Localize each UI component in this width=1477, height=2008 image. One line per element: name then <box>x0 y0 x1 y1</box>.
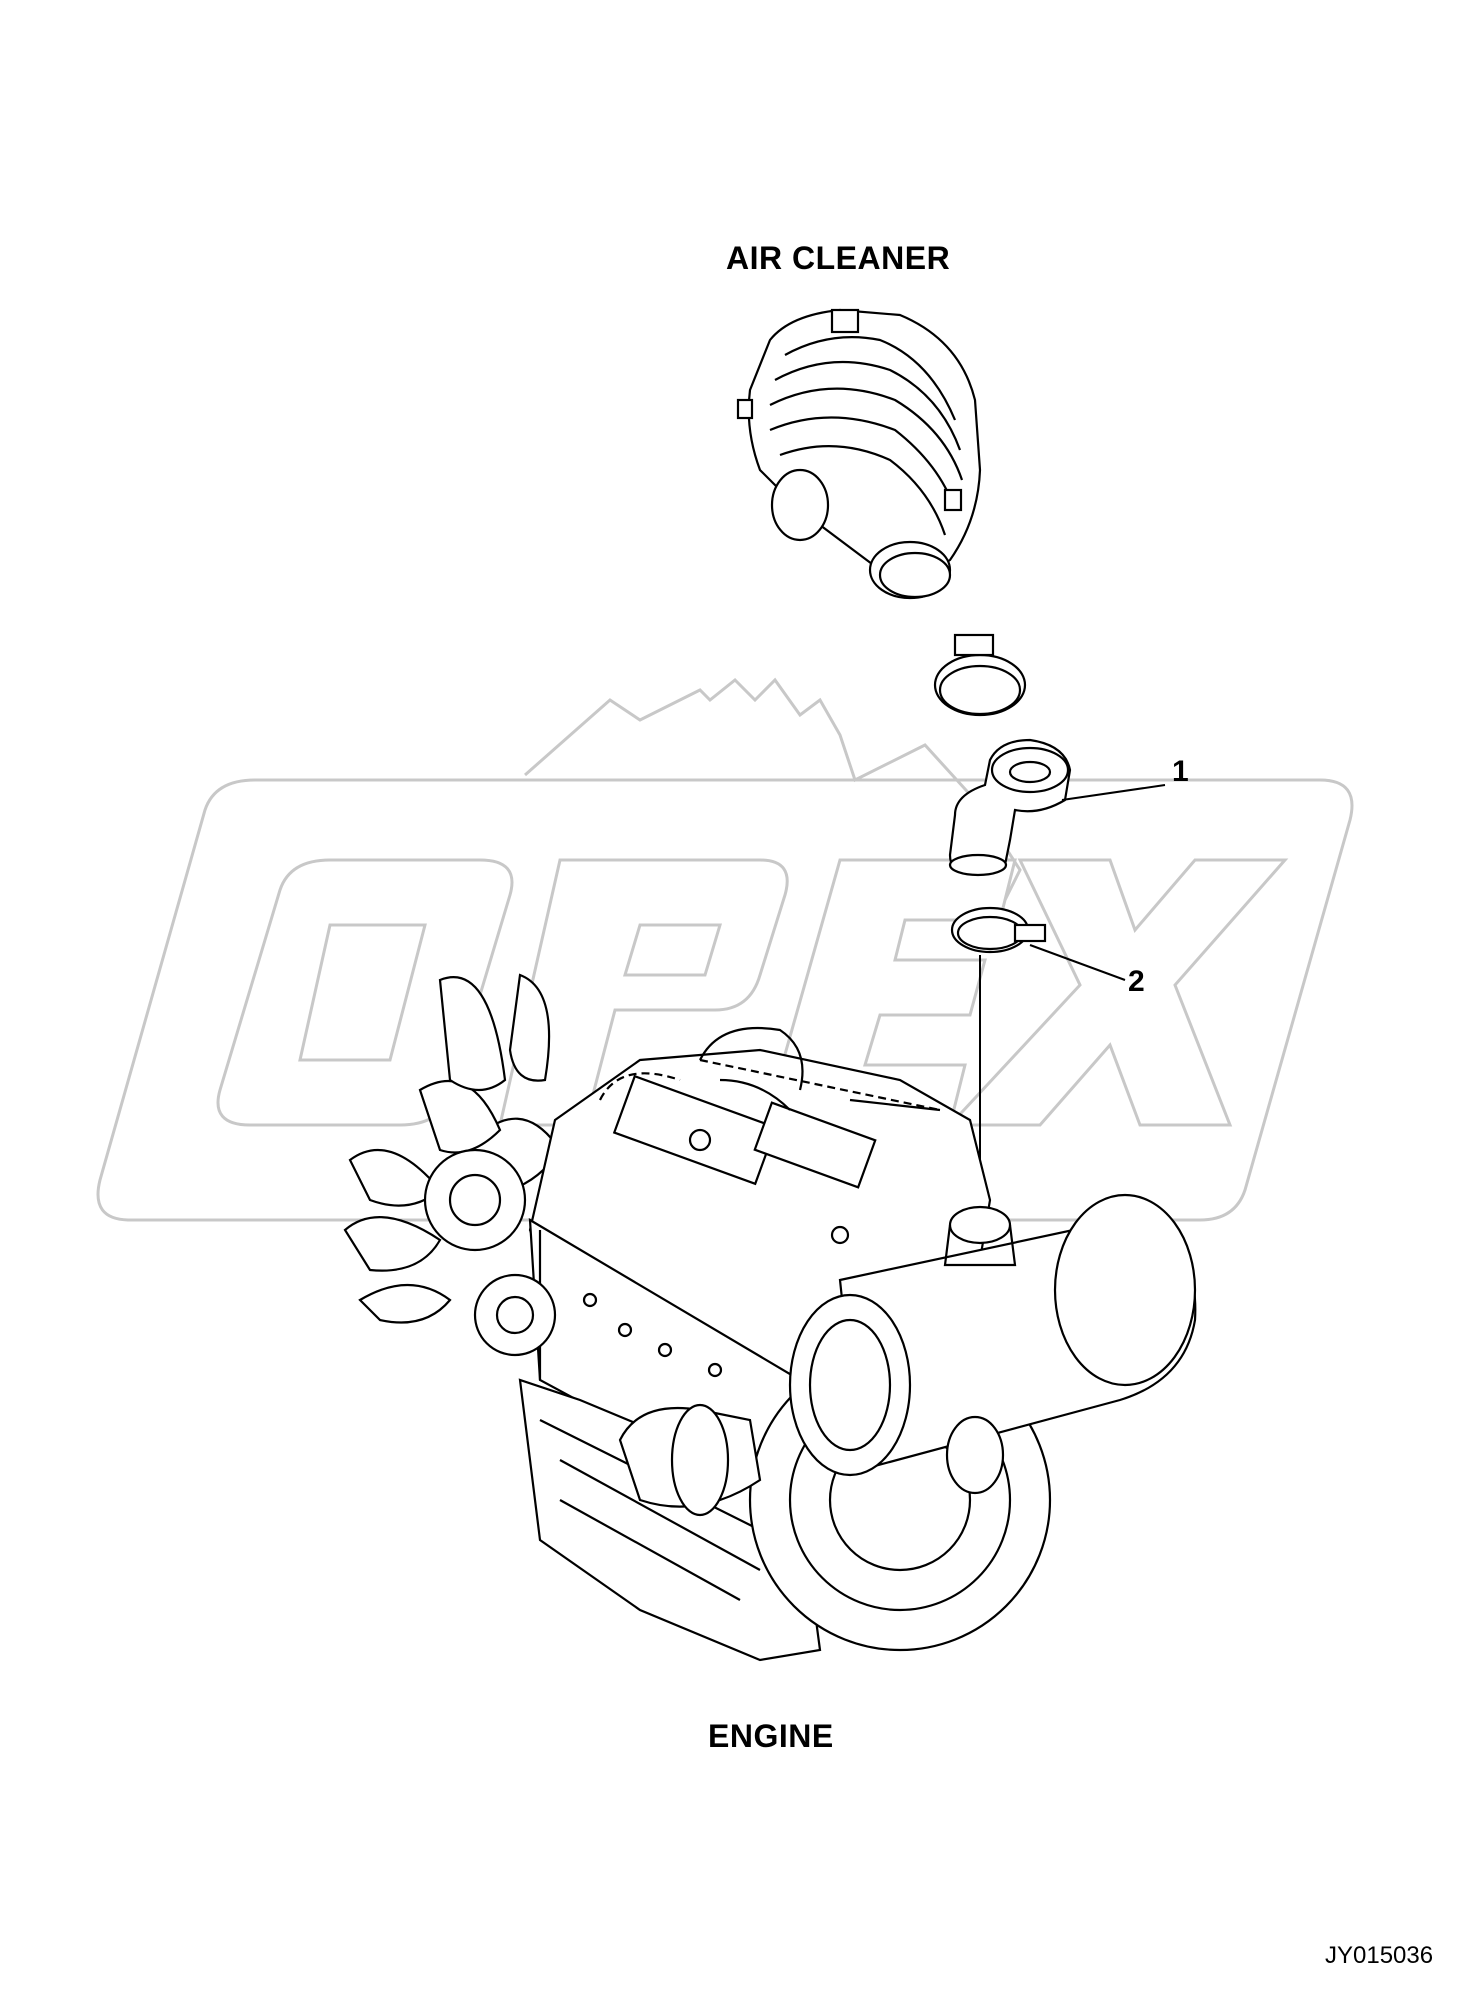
upper-hose-clamp <box>933 633 1027 717</box>
engine-label: ENGINE <box>708 1718 834 1754</box>
watermark-gear-icon <box>524 677 1022 901</box>
watermark-letter-x <box>946 858 1289 1127</box>
air-cleaner <box>736 308 982 600</box>
drawing-code: JY015036 <box>1325 1942 1434 1969</box>
watermark-letter-o <box>216 858 514 1127</box>
callout-2: 2 <box>1128 965 1145 998</box>
elbow-hose <box>948 738 1072 877</box>
leader-line-2 <box>1029 944 1126 981</box>
air-cleaner-label: AIR CLEANER <box>726 240 951 276</box>
leader-line-1 <box>1061 784 1166 801</box>
callout-1: 1 <box>1172 755 1189 788</box>
lower-hose-clamp <box>950 906 1047 954</box>
watermark-letter-p <box>498 858 789 1127</box>
cooling-fan <box>343 973 562 1324</box>
muffler-end-cap <box>1053 1193 1197 1387</box>
engine <box>343 973 1197 1662</box>
